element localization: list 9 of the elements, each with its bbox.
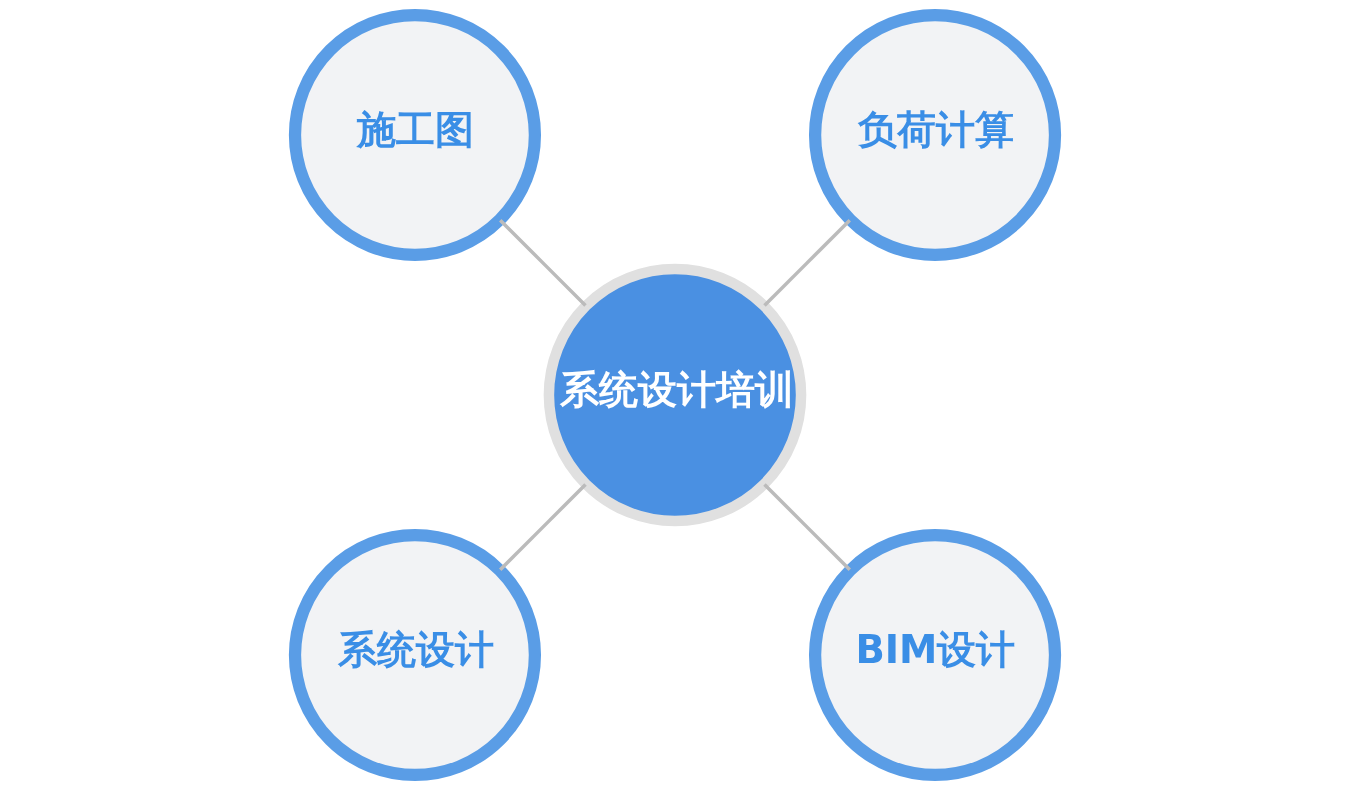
connector [499,219,587,307]
node-circle: 负荷计算 [809,8,1062,261]
node-circle: 施工图 [288,8,541,261]
connector [763,483,851,571]
node-circle: 系统设计 [288,529,541,782]
connector [499,483,587,571]
connector [763,219,851,307]
node-circle: 系统设计培训 [543,263,807,527]
node-circle: BIM设计 [809,529,1062,782]
